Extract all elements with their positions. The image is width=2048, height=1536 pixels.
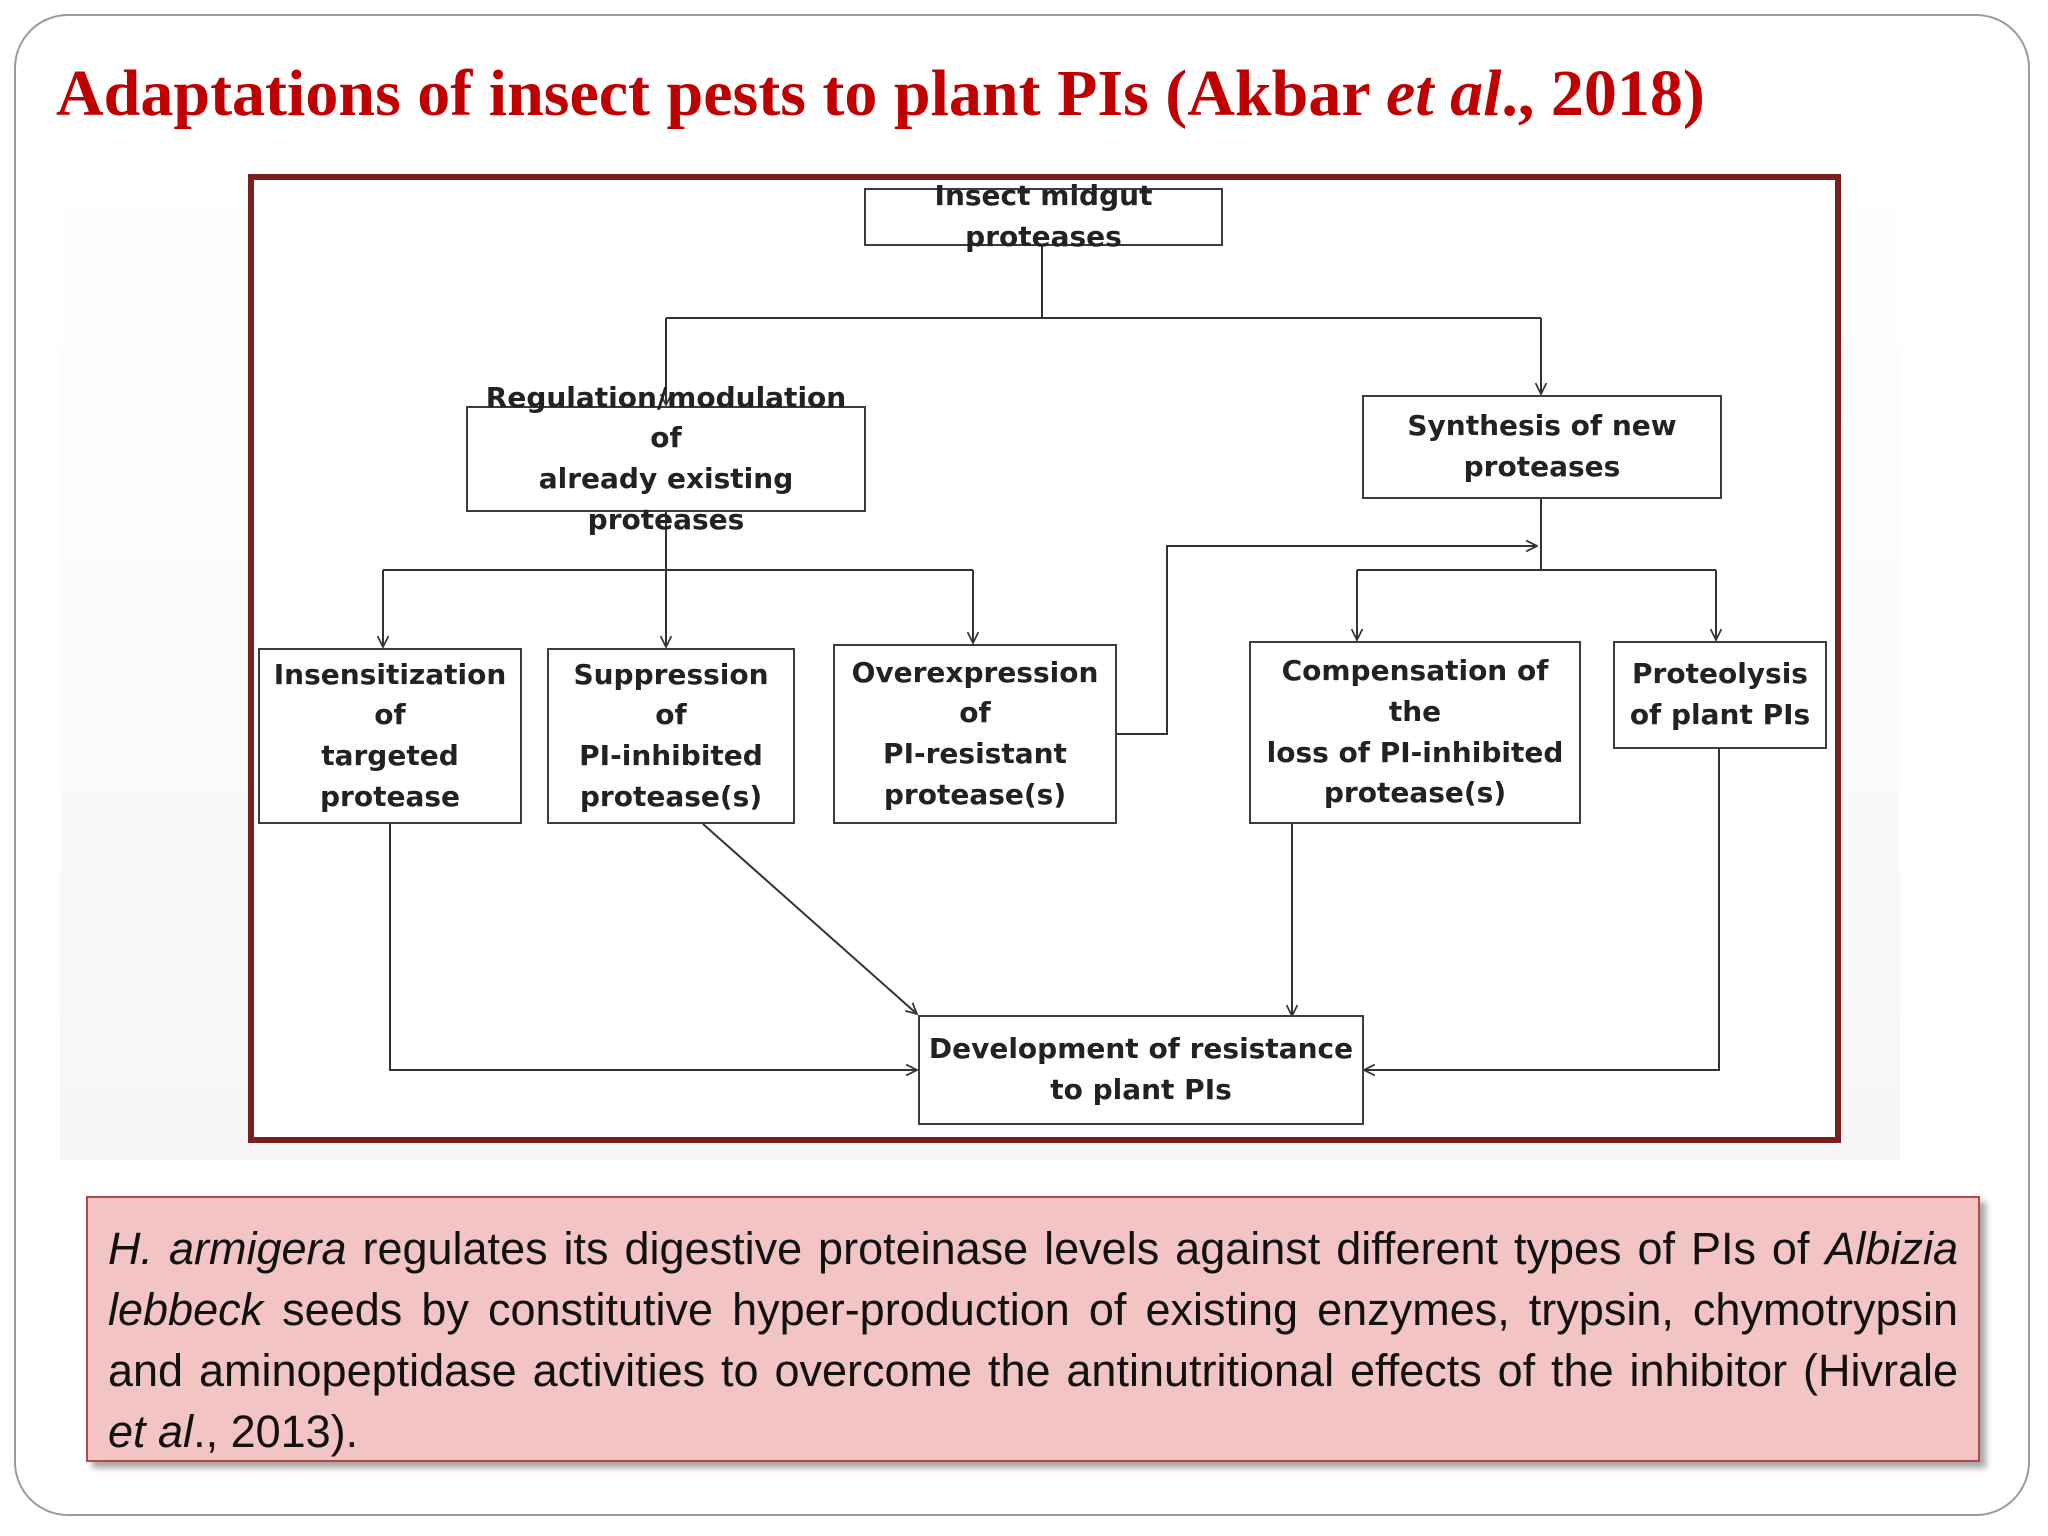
arrow-insensitization-to-resistance [389, 824, 917, 1070]
title-tail: ., 2018) [1501, 57, 1705, 130]
caption-species: H. armigera [108, 1223, 347, 1274]
arrow-suppression-to-resistance [702, 823, 917, 1014]
slide-title: Adaptations of insect pests to plant PIs… [56, 57, 1705, 131]
arrow-overexpression-to-synthesis [1117, 546, 1537, 735]
node-overexpression: Overexpression of PI-resistant protease(… [833, 644, 1117, 824]
node-regulation-existing-proteases: Regulation/modulation of already existin… [466, 381, 866, 536]
title-etal: et al [1385, 57, 1502, 130]
caption-text-3: ., 2013). [193, 1406, 359, 1457]
node-development-of-resistance: Development of resistance to plant PIs [918, 1015, 1364, 1125]
caption-etal: et al [108, 1406, 194, 1457]
node-insensitization: Insensitization of targeted protease [258, 648, 522, 824]
node-insect-midgut-proteases: Insect midgut proteases [864, 179, 1223, 253]
title-main: Adaptations of insect pests to plant PIs… [56, 57, 1386, 130]
node-proteolysis: Proteolysis of plant PIs [1613, 641, 1827, 749]
arrow-proteolysis-to-resistance [1364, 749, 1720, 1070]
node-suppression: Suppression of PI-inhibited protease(s) [547, 648, 795, 824]
caption-box: H. armigera regulates its digestive prot… [86, 1196, 1980, 1462]
node-synthesis-new-proteases: Synthesis of new proteases [1362, 395, 1722, 499]
caption-plant: Albizia lebbeck [108, 1223, 1958, 1335]
node-compensation: Compensation of the loss of PI-inhibited… [1249, 641, 1581, 824]
caption-text-2: seeds by constitutive hyper-production o… [108, 1284, 1958, 1396]
caption-text-1: regulates its digestive proteinase level… [346, 1223, 1826, 1274]
